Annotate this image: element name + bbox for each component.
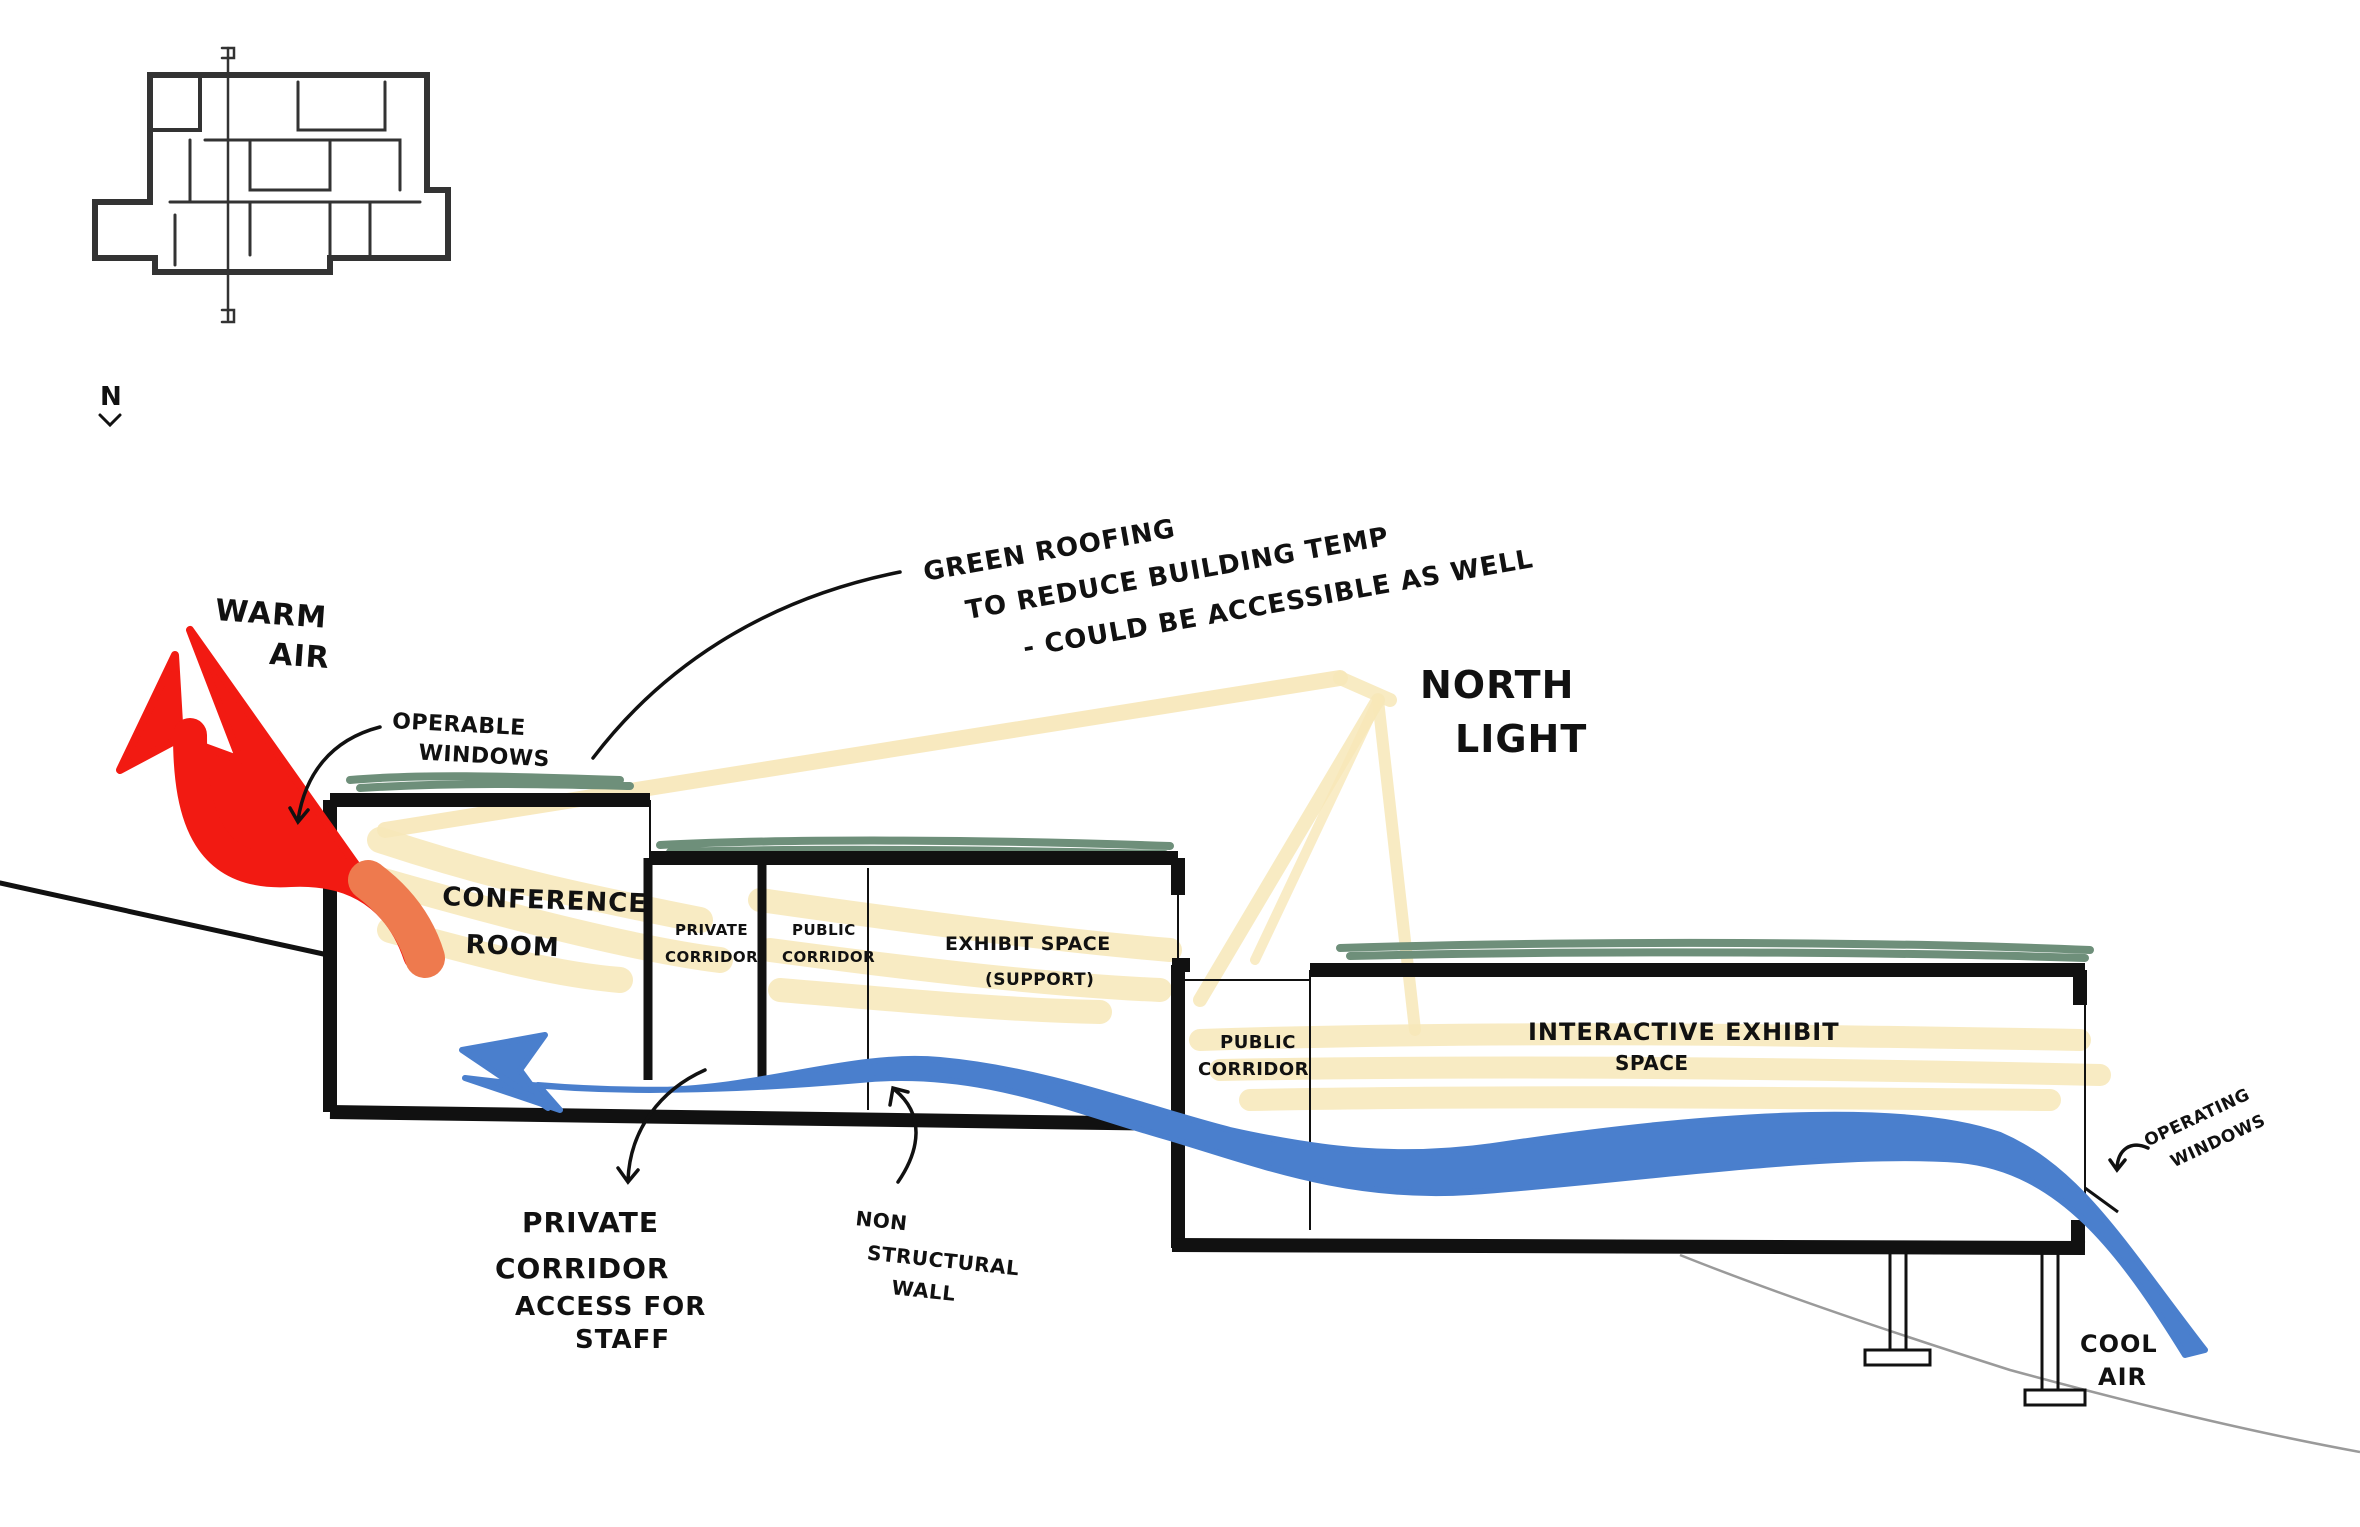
exhibit-space-label: EXHIBIT SPACE (SUPPORT) [945,933,1111,990]
cool-air-flow [459,1032,2208,1358]
svg-text:PUBLIC: PUBLIC [1220,1032,1296,1053]
non-structural-wall-label: NON STRUCTURAL WALL [854,1206,1021,1306]
svg-text:SPACE: SPACE [1615,1051,1689,1075]
svg-text:(SUPPORT): (SUPPORT) [985,970,1094,990]
svg-text:STRUCTURAL: STRUCTURAL [866,1240,1021,1280]
svg-text:LIGHT: LIGHT [1455,717,1587,761]
warm-air-flow [116,626,445,978]
operable-windows-top-label: OPERABLE WINDOWS [392,709,551,773]
svg-text:PRIVATE: PRIVATE [522,1206,659,1239]
svg-text:CORRIDOR: CORRIDOR [1198,1059,1309,1080]
key-plan [92,46,451,324]
svg-text:COOL: COOL [2080,1330,2158,1358]
green-roofing-label: GREEN ROOFING TO REDUCE BUILDING TEMP - … [921,514,1536,664]
north-light-label: NORTH LIGHT [1420,663,1587,761]
private-corridor-note-label: PRIVATE CORRIDOR ACCESS FOR STAFF [495,1206,706,1355]
conference-room-label: CONFERENCE ROOM [442,882,648,963]
svg-text:ACCESS FOR: ACCESS FOR [515,1292,706,1322]
building-section [297,793,2119,1407]
svg-text:NON: NON [854,1206,908,1235]
private-corridor-room-label: PRIVATE CORRIDOR [665,921,758,966]
svg-text:AIR: AIR [2098,1363,2147,1391]
ground-line-left [0,880,331,958]
svg-text:WALL: WALL [890,1275,956,1306]
svg-text:NORTH: NORTH [1420,663,1574,707]
svg-text:CORRIDOR: CORRIDOR [782,948,875,966]
svg-text:WINDOWS: WINDOWS [418,741,551,773]
green-roofs [346,772,2094,962]
interactive-exhibit-label: INTERACTIVE EXHIBIT SPACE [1528,1018,1840,1075]
cool-air-label: COOL AIR [2080,1330,2158,1391]
svg-text:WARM: WARM [214,593,328,636]
svg-text:OPERABLE: OPERABLE [392,709,527,741]
svg-text:CORRIDOR: CORRIDOR [495,1252,670,1285]
svg-text:INTERACTIVE EXHIBIT: INTERACTIVE EXHIBIT [1528,1018,1840,1046]
svg-text:ROOM: ROOM [465,930,560,963]
ground-line-right [1679,1253,2360,1454]
public-corridor-room-label: PUBLIC CORRIDOR [782,921,875,966]
svg-text:PUBLIC: PUBLIC [792,921,856,939]
public-corridor-lower-label: PUBLIC CORRIDOR [1198,1032,1309,1080]
warm-air-label: WARM AIR [214,593,331,676]
svg-text:PRIVATE: PRIVATE [675,921,748,939]
operable-windows-right-label: OPERATING WINDOWS [2141,1085,2269,1172]
svg-text:CONFERENCE: CONFERENCE [442,882,648,919]
svg-text:STAFF: STAFF [575,1325,670,1355]
north-arrow: N [98,382,123,428]
north-marker-label: N [100,382,123,412]
north-light-wash [367,670,2111,1111]
svg-text:CORRIDOR: CORRIDOR [665,948,758,966]
svg-text:AIR: AIR [268,637,331,676]
svg-text:EXHIBIT SPACE: EXHIBIT SPACE [945,933,1111,955]
leader-lines [288,570,2150,1185]
